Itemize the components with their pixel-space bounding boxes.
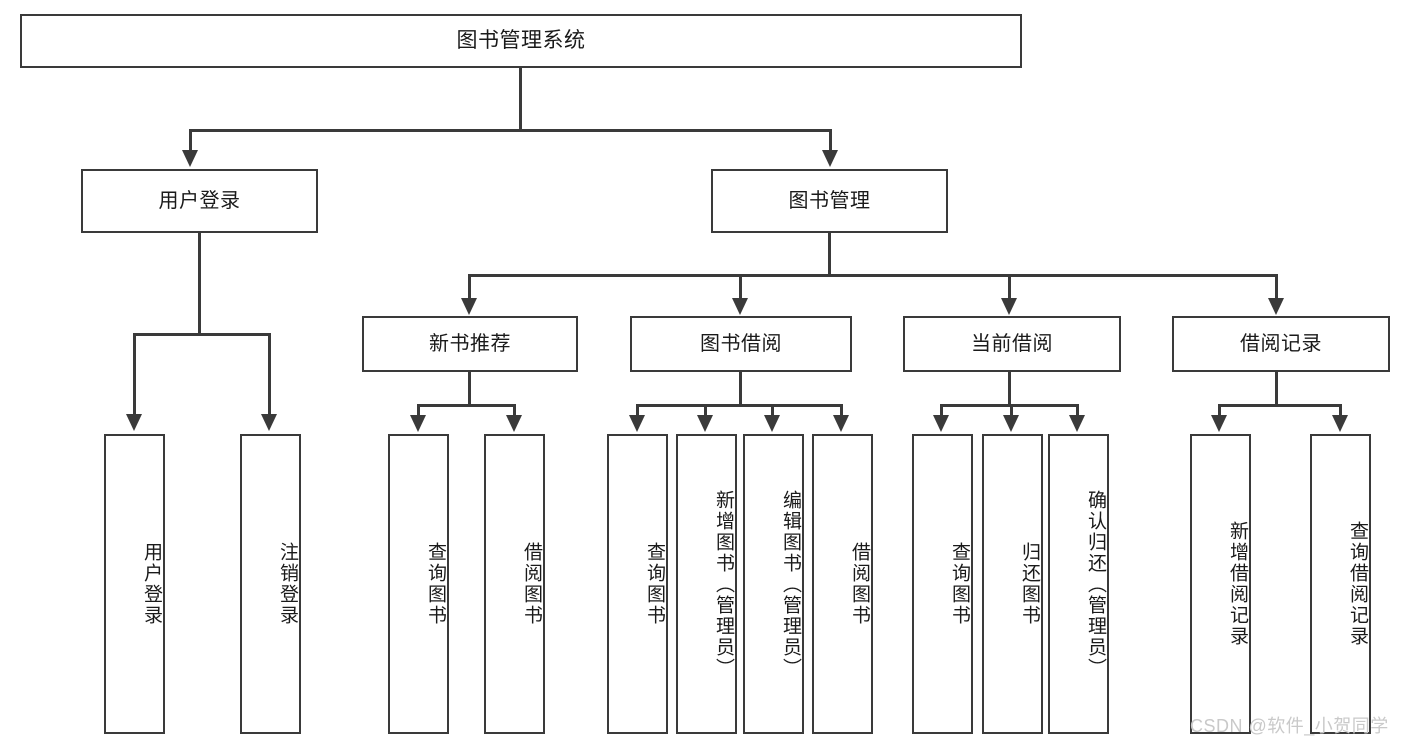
connector-new-book-bus [417,404,516,407]
node-label: 查询图书 [644,542,665,626]
connector-book-manage-stem [828,233,831,276]
leaf-new-book-query-book[interactable]: 查询图书 [388,434,449,734]
arrowhead-book-borrow-leaf-2 [697,415,713,432]
connector-current-borrow-bus [940,404,1079,407]
connector-borrow-record-stem [1275,372,1278,406]
node-label: 新增借阅记录 [1227,521,1248,647]
connector-new-book-drop-1 [417,404,420,416]
leaf-current-borrow-return-book[interactable]: 归还图书 [982,434,1043,734]
arrowhead-borrow-record-leaf-2 [1332,415,1348,432]
node-label: 图书管理系统 [456,29,586,53]
arrowhead-level2-1 [461,298,477,315]
connector-new-book-drop-2 [513,404,516,416]
connector-book-borrow-drop-1 [636,404,639,416]
connector-root-bus [189,129,832,132]
leaf-borrow-record-query-record[interactable]: 查询借阅记录 [1310,434,1371,734]
arrowhead-root-to-book-manage [822,150,838,167]
node-label: 用户登录 [158,190,241,212]
connector-book-manage-drop-2 [739,274,742,299]
arrowhead-current-borrow-leaf-1 [933,415,949,432]
leaf-book-borrow-borrow-book[interactable]: 借阅图书 [812,434,873,734]
leaf-book-borrow-edit-book[interactable]: 编辑图书（管理员） [743,434,804,734]
connector-user-login-stem [198,233,201,335]
leaf-borrow-record-add-record[interactable]: 新增借阅记录 [1190,434,1251,734]
arrowhead-current-borrow-leaf-3 [1069,415,1085,432]
node-label: 新增图书（管理员） [713,489,734,679]
connector-current-borrow-stem [1008,372,1011,406]
node-root-system[interactable]: 图书管理系统 [20,14,1022,68]
arrowhead-current-borrow-leaf-2 [1003,415,1019,432]
node-label: 确认归还（管理员） [1085,489,1106,679]
node-label: 借阅图书 [849,542,870,626]
arrowhead-new-book-leaf-1 [410,415,426,432]
connector-borrow-record-drop-2 [1339,404,1342,416]
arrowhead-book-borrow-leaf-1 [629,415,645,432]
connector-user-login-drop-2 [268,333,271,415]
connector-new-book-stem [468,372,471,406]
node-label: 图书借阅 [700,333,782,355]
node-borrow-record[interactable]: 借阅记录 [1172,316,1390,372]
arrowhead-level2-3 [1001,298,1017,315]
leaf-book-borrow-add-book[interactable]: 新增图书（管理员） [676,434,737,734]
node-label: 当前借阅 [971,333,1053,355]
node-label: 借阅记录 [1240,333,1322,355]
connector-book-borrow-drop-2 [704,404,707,416]
node-label: 注销登录 [277,542,298,626]
node-user-login[interactable]: 用户登录 [81,169,318,233]
connector-current-borrow-drop-2 [1010,404,1013,416]
connector-book-manage-drop-3 [1008,274,1011,299]
node-label: 编辑图书（管理员） [780,489,801,679]
node-label: 查询借阅记录 [1347,521,1368,647]
leaf-new-book-borrow-book[interactable]: 借阅图书 [484,434,545,734]
node-label: 用户登录 [141,542,162,626]
connector-current-borrow-drop-3 [1076,404,1079,416]
connector-root-stem [519,68,522,131]
arrowhead-user-login-leaf-2 [261,414,277,431]
arrowhead-root-to-user-login [182,150,198,167]
connector-book-manage-bus [468,274,1278,277]
node-book-borrow[interactable]: 图书借阅 [630,316,852,372]
arrowhead-user-login-leaf-1 [126,414,142,431]
connector-book-manage-drop-4 [1275,274,1278,299]
connector-book-borrow-drop-4 [840,404,843,416]
arrowhead-level2-4 [1268,298,1284,315]
connector-user-login-drop-1 [133,333,136,415]
arrowhead-level2-2 [732,298,748,315]
connector-borrow-record-bus [1218,404,1342,407]
connector-book-manage-drop-1 [468,274,471,299]
node-book-manage[interactable]: 图书管理 [711,169,948,233]
connector-user-login-bus [133,333,270,336]
connector-book-borrow-stem [739,372,742,406]
connector-current-borrow-drop-1 [940,404,943,416]
node-label: 新书推荐 [429,333,511,355]
connector-root-to-user-login [189,129,192,151]
connector-book-borrow-bus [636,404,843,407]
node-label: 图书管理 [788,190,871,212]
node-label: 查询图书 [949,542,970,626]
node-current-borrow[interactable]: 当前借阅 [903,316,1121,372]
node-label: 查询图书 [425,542,446,626]
arrowhead-new-book-leaf-2 [506,415,522,432]
leaf-current-borrow-query-book[interactable]: 查询图书 [912,434,973,734]
node-new-book-recommend[interactable]: 新书推荐 [362,316,578,372]
connector-borrow-record-drop-1 [1218,404,1221,416]
arrowhead-book-borrow-leaf-4 [833,415,849,432]
leaf-book-borrow-query-book[interactable]: 查询图书 [607,434,668,734]
arrowhead-borrow-record-leaf-1 [1211,415,1227,432]
leaf-user-login-logout[interactable]: 注销登录 [240,434,301,734]
arrowhead-book-borrow-leaf-3 [764,415,780,432]
connector-book-borrow-drop-3 [771,404,774,416]
leaf-current-borrow-confirm-return[interactable]: 确认归还（管理员） [1048,434,1109,734]
connector-root-to-book-manage [829,129,832,151]
leaf-user-login-login[interactable]: 用户登录 [104,434,165,734]
node-label: 归还图书 [1019,542,1040,626]
node-label: 借阅图书 [521,542,542,626]
